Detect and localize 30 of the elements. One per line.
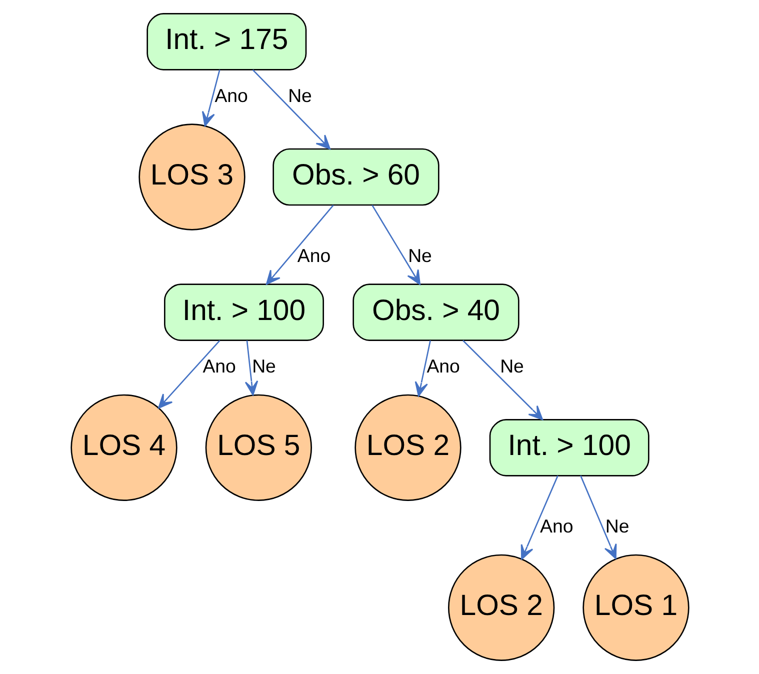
- arrow: [265, 204, 334, 285]
- node-circle: LOS 1: [582, 554, 689, 661]
- edge-label: Ne: [500, 356, 524, 377]
- node-box: Obs. > 60: [272, 148, 439, 206]
- node-circle: LOS 2: [354, 394, 461, 501]
- node-box: Obs. > 40: [352, 284, 519, 341]
- edge-label: Ne: [408, 244, 432, 266]
- arrow: [371, 204, 420, 285]
- arrow: [520, 475, 558, 560]
- edge-label: Ano: [202, 356, 236, 377]
- edge-label: Ano: [426, 356, 460, 377]
- arrow: [244, 340, 258, 396]
- node-box: Int. > 175: [146, 13, 306, 70]
- node-circle: LOS 3: [138, 124, 245, 230]
- edge-label: Ano: [214, 84, 248, 106]
- arrow: [158, 340, 220, 409]
- edge-label: Ano: [540, 516, 573, 537]
- arrow: [462, 340, 543, 420]
- arrow: [252, 69, 330, 150]
- node-circle: LOS 5: [204, 394, 312, 501]
- node-box: Int. > 100: [164, 284, 324, 341]
- edge-label: Ano: [296, 244, 330, 266]
- arrow: [201, 70, 220, 126]
- arrow: [414, 340, 430, 397]
- node-circle: LOS 2: [448, 554, 554, 661]
- edge-label: Ne: [604, 516, 629, 537]
- edge-label: Ne: [288, 84, 312, 106]
- arrow: [580, 475, 616, 560]
- edge-label: Ne: [252, 356, 276, 377]
- node-box: Int. > 100: [488, 419, 649, 476]
